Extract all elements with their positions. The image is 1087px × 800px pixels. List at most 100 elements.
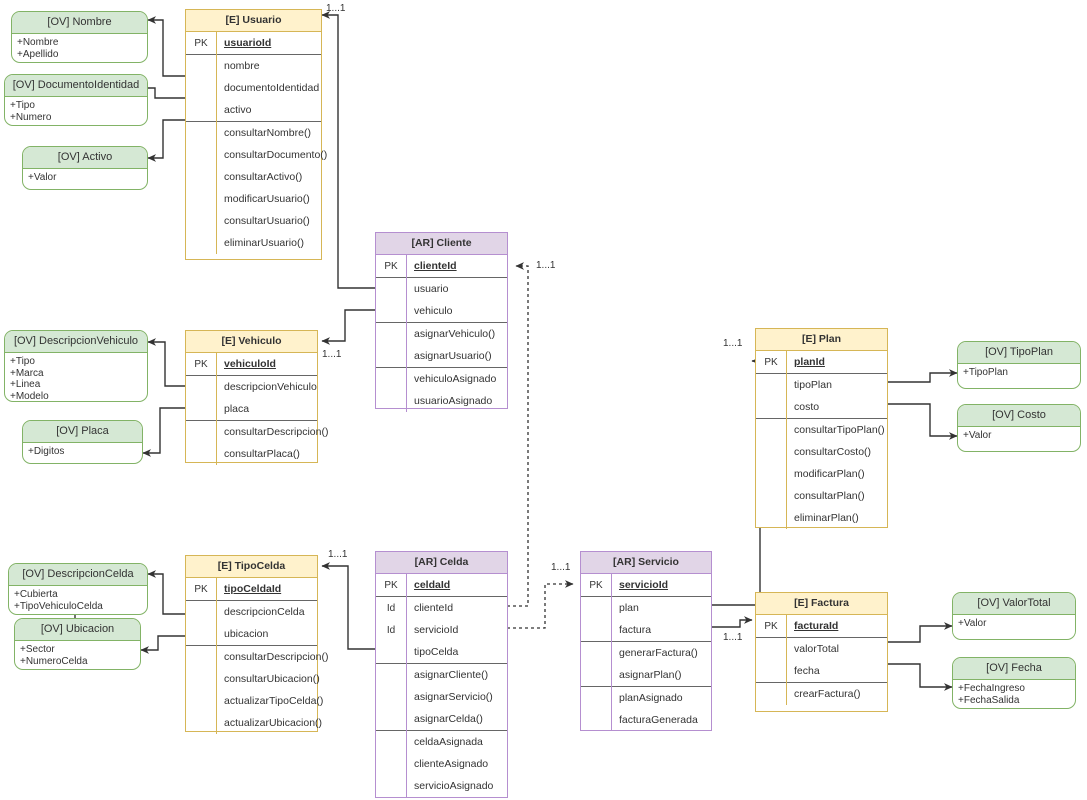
edge-factura-valortotal xyxy=(888,622,953,643)
multiplicity-celda-tipocelda: 1...1 xyxy=(328,549,348,560)
edge-celda-servicio-dependency xyxy=(507,580,574,629)
member-name: servicioId xyxy=(414,624,459,636)
value-object-descripcionvehiculo[interactable]: [OV] DescripcionVehiculo +Tipo +Marca +L… xyxy=(4,330,148,402)
member-name: usuarioAsignado xyxy=(414,395,493,407)
value-object-placa-attributes: +Digitos xyxy=(23,443,142,458)
value-object-fecha-attributes: +FechaIngreso +FechaSalida xyxy=(953,680,1075,706)
class-member-row: planAsignado xyxy=(581,687,711,709)
attribute: +Apellido xyxy=(17,48,59,60)
member-name: ubicacion xyxy=(224,628,269,640)
member-stereotype: PK xyxy=(384,260,398,272)
member-name: tipoPlan xyxy=(794,379,832,391)
gutter-divider xyxy=(406,255,407,412)
member-name: factura xyxy=(619,624,652,636)
value-object-valortotal-attributes: +Valor xyxy=(953,615,1075,630)
class-member-row: usuario xyxy=(376,278,507,300)
primary-key-name: tipoCeldaId xyxy=(224,583,282,595)
member-name: descripcionVehiculo xyxy=(224,381,317,393)
edge-cliente-vehiculo xyxy=(321,309,375,345)
value-object-documentoidentidad-attributes: +Tipo +Numero xyxy=(5,97,147,123)
class-member-row: consultarPlaca() xyxy=(186,443,317,465)
value-object-activo[interactable]: [OV] Activo +Valor xyxy=(22,146,148,190)
value-object-nombre[interactable]: [OV] Nombre +Nombre +Apellido xyxy=(11,11,148,63)
member-name: valorTotal xyxy=(794,643,839,655)
class-member-row: consultarDescripcion() xyxy=(186,646,328,668)
class-member-row: actualizarUbicacion() xyxy=(186,712,322,734)
section-separator xyxy=(186,375,317,376)
member-name: consultarCosto() xyxy=(794,446,872,458)
edge-plan-costo xyxy=(888,403,958,440)
class-member-row: modificarUsuario() xyxy=(186,188,321,210)
attribute: +NumeroCelda xyxy=(20,655,88,667)
class-member-row: activo xyxy=(186,99,321,121)
member-name: actualizarUbicacion() xyxy=(224,717,323,729)
class-member-row: crearFactura() xyxy=(756,683,887,705)
attribute: +Tipo xyxy=(10,100,35,111)
value-object-valortotal[interactable]: [OV] ValorTotal +Valor xyxy=(952,592,1076,640)
class-plan-title: [E] Plan xyxy=(756,329,887,351)
class-member-row: clienteAsignado xyxy=(376,753,507,775)
edge-celda-tipocelda xyxy=(321,562,375,650)
member-name: asignarCliente() xyxy=(414,669,489,681)
class-factura-title: [E] Factura xyxy=(756,593,887,615)
primary-key-name: facturaId xyxy=(794,620,839,632)
class-member-row: tipoCelda xyxy=(376,641,507,663)
member-stereotype: PK xyxy=(589,579,603,591)
member-name: vehiculo xyxy=(414,305,453,317)
edge-factura-fecha xyxy=(888,663,953,691)
class-member-row: consultarPlan() xyxy=(756,485,887,507)
section-separator xyxy=(756,637,887,638)
class-member-row: asignarCelda() xyxy=(376,708,507,730)
attribute: +Marca xyxy=(10,367,44,379)
section-separator xyxy=(756,682,887,683)
attribute: +Linea xyxy=(10,379,41,390)
member-name: activo xyxy=(224,104,252,116)
member-name: modificarPlan() xyxy=(794,468,865,480)
value-object-fecha-title: [OV] Fecha xyxy=(953,658,1075,680)
value-object-ubicacion[interactable]: [OV] Ubicacion +Sector +NumeroCelda xyxy=(14,618,141,670)
value-object-fecha[interactable]: [OV] Fecha +FechaIngreso +FechaSalida xyxy=(952,657,1076,709)
value-object-placa-title: [OV] Placa xyxy=(23,421,142,443)
class-member-row: consultarCosto() xyxy=(756,441,887,463)
edge-cliente-usuario xyxy=(321,11,375,289)
value-object-descripcionvehiculo-title: [OV] DescripcionVehiculo xyxy=(5,331,147,353)
class-member-row: consultarDescripcion() xyxy=(186,421,328,443)
class-member-row: nombre xyxy=(186,55,321,77)
class-member-row: asignarPlan() xyxy=(581,664,711,686)
section-separator xyxy=(186,54,321,55)
member-name: consultarNombre() xyxy=(224,127,311,139)
class-member-row: placa xyxy=(186,398,317,420)
value-object-costo[interactable]: [OV] Costo +Valor xyxy=(957,404,1081,452)
member-stereotype: PK xyxy=(764,620,778,632)
class-member-row: facturaGenerada xyxy=(581,709,711,731)
section-separator xyxy=(186,121,321,122)
member-name: tipoCelda xyxy=(414,646,459,658)
attribute: +Cubierta xyxy=(14,589,58,600)
value-object-descripcioncelda[interactable]: [OV] DescripcionCelda +Cubierta +TipoVeh… xyxy=(8,563,148,615)
class-member-row: celdaAsignada xyxy=(376,731,507,753)
value-object-placa[interactable]: [OV] Placa +Digitos xyxy=(22,420,143,464)
class-member-row: PK facturaId xyxy=(756,615,887,637)
class-servicio-title: [AR] Servicio xyxy=(581,552,711,574)
section-separator xyxy=(186,600,317,601)
value-object-documentoidentidad[interactable]: [OV] DocumentoIdentidad +Tipo +Numero xyxy=(4,74,148,126)
member-name: eliminarUsuario() xyxy=(224,237,304,249)
section-separator xyxy=(756,418,887,419)
member-name: consultarActivo() xyxy=(224,171,303,183)
class-member-row: fecha xyxy=(756,660,887,682)
section-separator xyxy=(376,596,507,597)
value-object-tipoplan[interactable]: [OV] TipoPlan +TipoPlan xyxy=(957,341,1081,389)
